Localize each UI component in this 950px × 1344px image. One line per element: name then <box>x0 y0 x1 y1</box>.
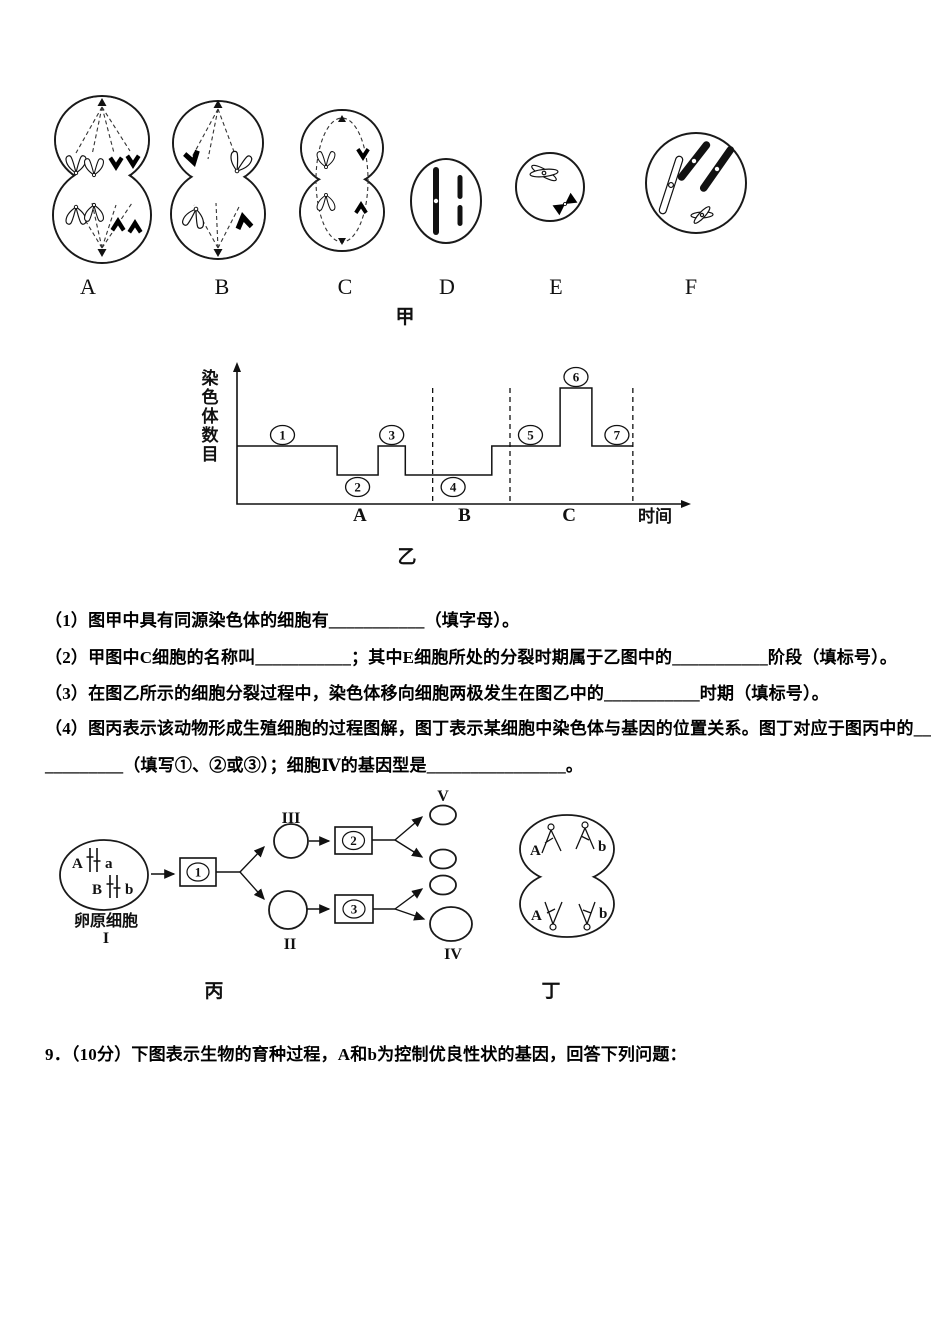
stage-circle-icon <box>269 424 296 446</box>
dividing-cell: A b A b <box>519 814 615 938</box>
spindle-pole-icon <box>97 249 107 257</box>
gene-label-b-bottom: b <box>599 906 607 922</box>
chart-x-axis-label: 时间 <box>638 506 672 526</box>
phase-boundary-lines <box>431 388 634 503</box>
spindle-pole-icon <box>213 249 223 257</box>
gene-label-a: a <box>105 856 113 872</box>
cell-label-f: F <box>685 274 697 299</box>
figure-jia-caption: 甲 <box>395 307 414 328</box>
question-1-text: （1）图甲中具有同源染色体的细胞有___________（填字母）。 <box>45 611 520 630</box>
gene-label-b-top: b <box>598 839 606 855</box>
cell-III-circle <box>273 823 309 859</box>
oogonium-cell: A a B b <box>59 839 149 911</box>
process-2-box: 2 <box>334 826 373 855</box>
svg-text:1: 1 <box>195 865 202 880</box>
stage-circle-icon <box>344 476 371 498</box>
svg-text:2: 2 <box>350 833 357 848</box>
cell-V-oval <box>429 804 457 826</box>
svg-text:3: 3 <box>351 902 358 917</box>
stage-circle-icon <box>517 424 544 446</box>
cell-d-diagram <box>410 158 482 244</box>
chromosome-icon <box>544 901 563 931</box>
chart-axes <box>236 367 686 505</box>
cell-I-label: I <box>103 930 109 947</box>
chromosome-icon <box>541 823 562 854</box>
stage-circle-icon <box>379 424 405 446</box>
gene-label-A-bottom: A <box>531 908 542 924</box>
cell-IV-circle <box>429 906 473 942</box>
question-9-text: 9．（10分）下图表示生物的育种过程，A和b为控制优良性状的基因，回答下列问题： <box>45 1045 687 1064</box>
process-3-box: 3 <box>334 894 374 924</box>
chromosome-step-line <box>237 387 633 476</box>
figure-ding-cell-diagram: A b A b 丁 <box>519 814 615 1002</box>
chromosome-icon <box>578 901 596 931</box>
phase-label-B: B <box>458 505 471 526</box>
cell-III-label: III <box>282 810 301 827</box>
phase-label-A: A <box>353 505 367 526</box>
stage-number: 4 <box>450 480 457 495</box>
spindle-pole-icon <box>338 115 346 122</box>
spindle-pole-icon <box>213 100 223 108</box>
cell-b-diagram <box>170 100 266 260</box>
oogonium-label: 卵原细胞 <box>74 911 138 930</box>
cell-f-diagram <box>645 132 747 234</box>
figure-yi-caption: 乙 <box>397 547 416 568</box>
cell-V-label: V <box>437 788 449 805</box>
question-4-text-line1: （4）图丙表示该动物形成生殖细胞的过程图解，图丁表示某细胞中染色体与基因的位置关… <box>45 719 932 738</box>
figure-yi-chart: 染色体数目 1 2 3 4 5 6 7 A B C 时间 乙 <box>199 362 691 568</box>
polar-body-oval <box>429 848 457 870</box>
cell-label-e: E <box>549 274 562 299</box>
cell-label-b: B <box>215 274 230 299</box>
cell-e-diagram <box>515 152 585 222</box>
stage-number: 2 <box>354 480 361 495</box>
stage-markers: 1 2 3 4 5 6 7 <box>269 366 630 498</box>
figure-ding-caption: 丁 <box>541 981 560 1002</box>
y-axis-arrow-icon <box>233 362 241 372</box>
cell-IV-label: IV <box>444 946 462 963</box>
spindle-pole-icon <box>97 98 107 106</box>
phase-label-C: C <box>562 505 576 526</box>
x-axis-arrow-icon <box>681 500 691 508</box>
chromosome-pair-icon <box>86 848 101 872</box>
figure-jia-cell-diagrams: A B C D E F 甲 <box>52 95 747 328</box>
stage-number: 1 <box>279 428 286 443</box>
gene-label-B: B <box>92 882 102 898</box>
gene-label-A-top: A <box>530 843 541 859</box>
stage-number: 3 <box>388 428 395 443</box>
cell-a-diagram <box>52 95 152 264</box>
chart-y-axis-label: 染色体数目 <box>199 368 219 464</box>
question-4-text-line2: _________（填写①、②或③）；细胞Ⅳ的基因型是_____________… <box>45 756 584 775</box>
chromosome-pair-icon <box>106 875 121 898</box>
cell-label-c: C <box>338 274 353 299</box>
polar-body-oval <box>429 874 457 896</box>
figure-bing-caption: 丙 <box>204 981 223 1002</box>
cell-c-diagram <box>299 109 385 252</box>
spindle-pole-icon <box>338 238 346 245</box>
question-2-text: （2）甲图中C细胞的名称叫___________；其中E细胞所处的分裂时期属于乙… <box>45 648 898 667</box>
cell-label-a: A <box>80 274 96 299</box>
question-3-text: （3）在图乙所示的细胞分裂过程中，染色体移向细胞两极发生在图乙中的_______… <box>45 684 829 703</box>
stage-number: 5 <box>527 428 534 443</box>
cell-II-circle <box>268 890 308 930</box>
stage-circle-icon <box>440 476 466 498</box>
cell-label-d: D <box>439 274 455 299</box>
chromosome-icon <box>575 821 595 850</box>
gene-label-A: A <box>72 856 83 872</box>
stage-circle-icon <box>604 424 630 446</box>
stage-number: 6 <box>573 370 580 385</box>
cell-II-label: II <box>284 936 296 953</box>
process-1-box: 1 <box>179 857 217 887</box>
gene-label-b: b <box>125 882 133 898</box>
stage-circle-icon <box>563 366 589 388</box>
figure-bing-gametogenesis-diagram: A a B b 卵原细胞 I 1 III II 2 V <box>59 788 473 1002</box>
stage-number: 7 <box>614 428 621 443</box>
phase-labels: A B C <box>353 505 576 526</box>
